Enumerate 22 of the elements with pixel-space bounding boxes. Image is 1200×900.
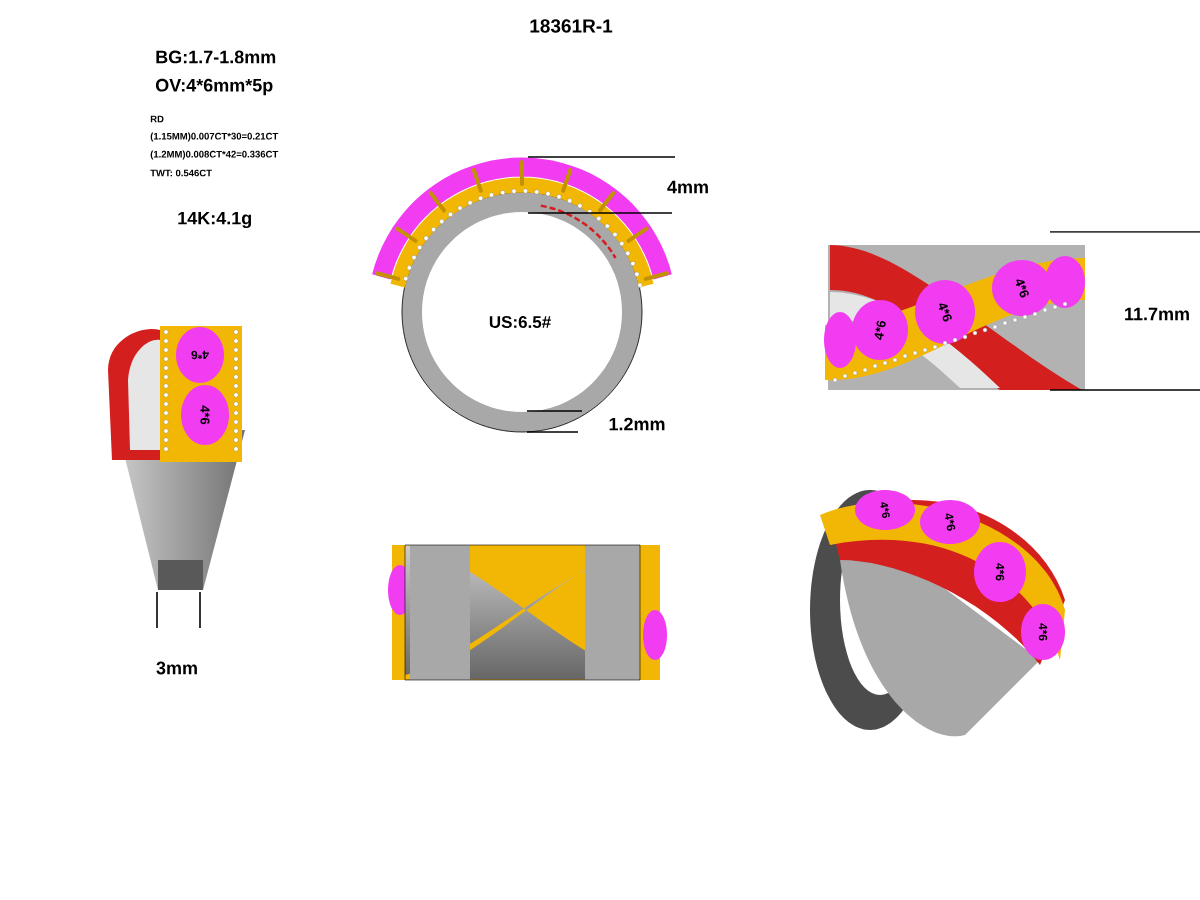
stone-size-mark: 4*6	[945, 513, 956, 531]
spec-text: (1.2MM)0.008CT*42=0.336CT	[150, 150, 279, 160]
spec-text: 14K:4.1g	[178, 211, 251, 229]
spec-text: BG:1.7-1.8mm	[156, 50, 276, 64]
stone-size-mark: 4*6	[880, 502, 890, 519]
stone-size-mark: 4*6	[191, 350, 209, 360]
dimension-label: 3mm	[156, 661, 197, 675]
spec-text: OV:4*6mm*5p	[155, 78, 273, 96]
part-number: 18361R-1	[530, 19, 613, 33]
dimension-label: 4mm	[667, 180, 708, 194]
stone-size-mark: 4*6	[938, 303, 952, 322]
stone-size-mark: 4*6	[995, 563, 1005, 581]
spec-text: TWT: 0.546CT	[150, 169, 212, 177]
spec-text: (1.15MM)0.007CT*30=0.21CT	[150, 132, 279, 142]
dimension-label: 11.7mm	[1125, 307, 1189, 321]
stone-size-mark: 4*6	[200, 405, 210, 425]
spec-text: RD	[150, 115, 164, 123]
stone-size-mark: 4*6	[1038, 623, 1048, 641]
stone-size-mark: 4*6	[874, 320, 886, 340]
stone-size-mark: 4*6	[1015, 279, 1029, 298]
ring-size-label: US:6.5#	[489, 316, 551, 329]
dimension-label: 1.2mm	[609, 417, 665, 431]
